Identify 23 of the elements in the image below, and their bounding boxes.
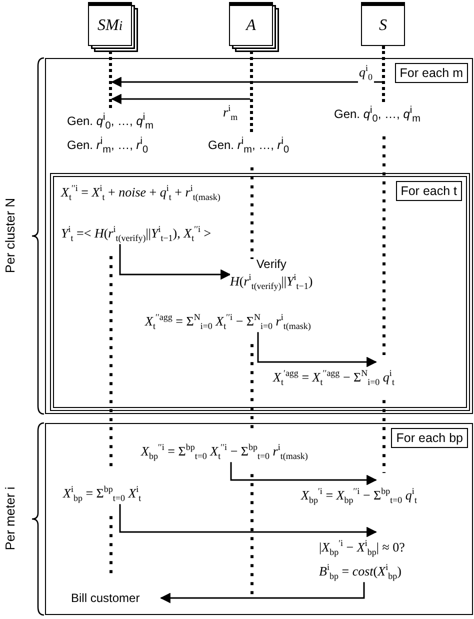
- arrow: [110, 76, 382, 88]
- participant-box: S: [361, 2, 405, 46]
- lifeline: [382, 46, 385, 102]
- step-label: Verify: [256, 257, 286, 271]
- arrow: [160, 582, 365, 604]
- brace-label: Per meter i: [2, 486, 18, 552]
- arrow: [119, 244, 232, 280]
- loop-label: For each m: [394, 63, 468, 83]
- equation: Y$^{i}$$_{t}$ =< H(r$^{i}$$_{t(verify)}$||Y$^{i}$$_{t−1}$), X$_{t}$$^{′′i}$ >: [61, 223, 212, 244]
- arrow: [257, 332, 378, 368]
- loop-frame: [45, 58, 473, 414]
- arrow: [110, 94, 250, 104]
- arrow: [119, 504, 378, 538]
- equation: H(r$^{i}$$_{t(verify)}$||Y$^{i}$$_{t−1}$): [230, 271, 313, 292]
- action-label: Bill customer: [71, 591, 140, 605]
- loop-frame: [50, 173, 470, 411]
- loop-label: For each bp: [391, 428, 468, 448]
- arrow: [230, 462, 378, 486]
- brace-label: Per cluster N: [2, 196, 18, 276]
- loop-label: For each t: [396, 181, 462, 201]
- loop-frame: [45, 423, 473, 615]
- equation: |X$_{bp}$$^{′i}$ − X$^{i}$$_{bp}$| ≈ 0?: [319, 537, 405, 558]
- equation: B$^{i}$$_{bp}$ = cost(X$^{i}$$_{bp}$): [319, 561, 402, 582]
